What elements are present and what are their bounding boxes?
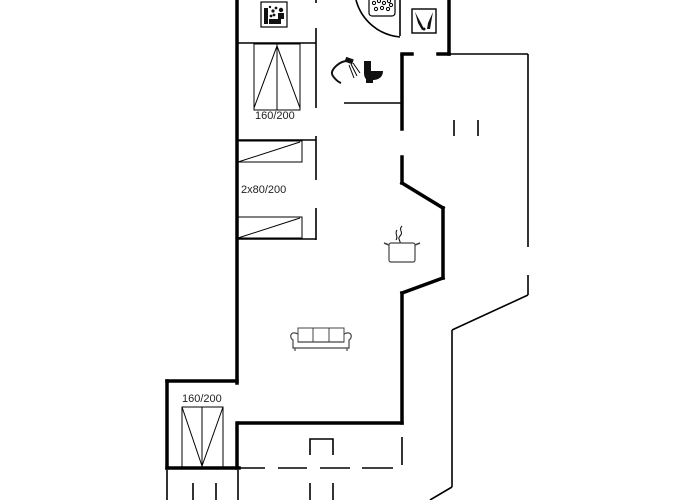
exterior-walls (165, 0, 451, 470)
sauna-icon (260, 1, 288, 28)
washing-machine-icon (411, 8, 437, 34)
bed-label-top: 160/200 (255, 110, 295, 122)
cooking-pot-icon (383, 225, 421, 263)
whirlpool-icon (368, 0, 396, 17)
sofa-icon (290, 327, 352, 351)
shower-icon (330, 56, 361, 84)
bed-label-bottom: 160/200 (182, 393, 222, 405)
toilet-icon (364, 61, 383, 83)
bed-label-middle: 2x80/200 (241, 184, 287, 196)
door-arc (355, 0, 401, 38)
double-bed-top (253, 43, 301, 111)
interior-walls (166, 0, 529, 500)
double-bed-bottom (181, 406, 224, 468)
twin-bed-upper (237, 140, 303, 163)
twin-bed-lower (237, 216, 303, 239)
